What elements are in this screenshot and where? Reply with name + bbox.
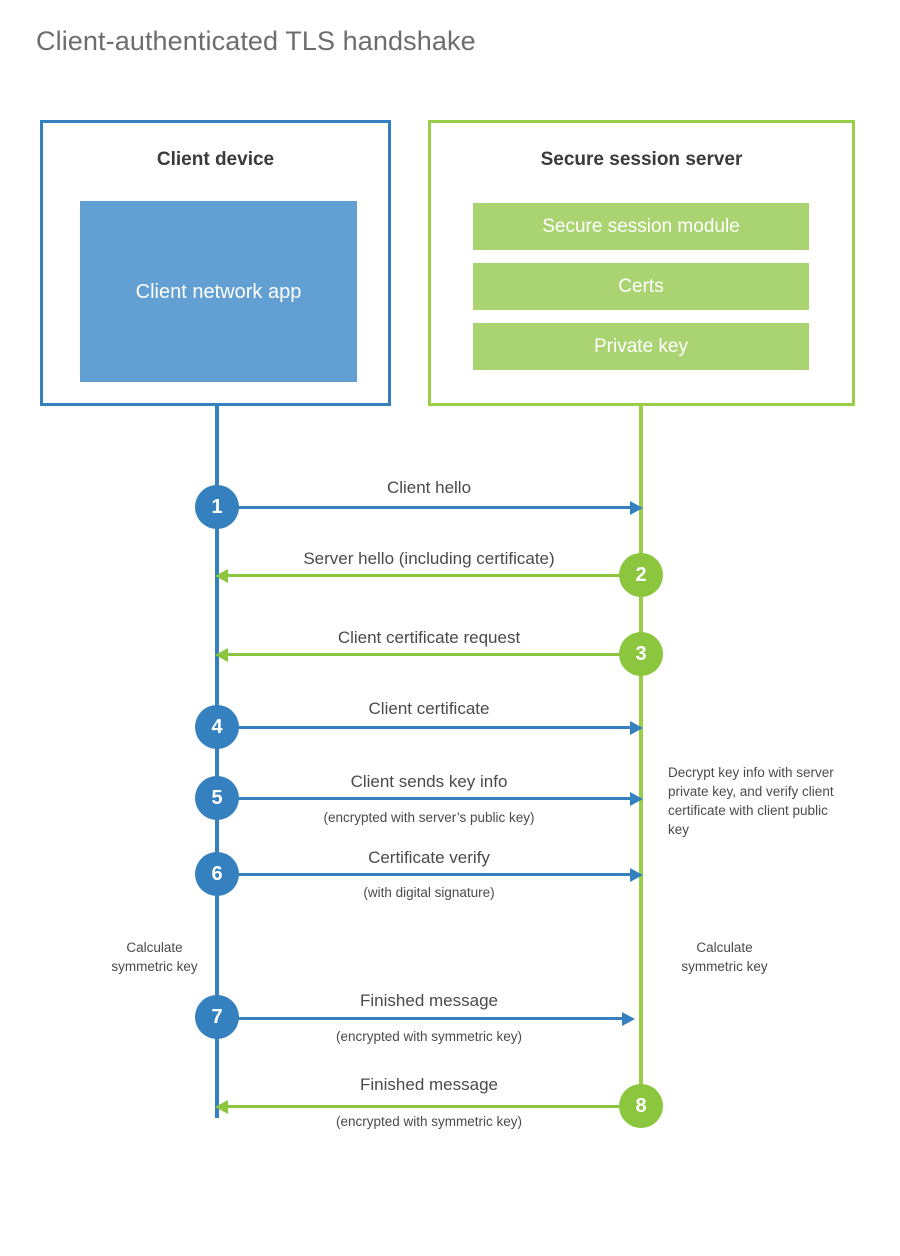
step-3-label: Client certificate request xyxy=(337,628,521,647)
step-5-marker[interactable]: 5 xyxy=(195,776,239,820)
step-8-marker[interactable]: 8 xyxy=(619,1084,663,1128)
step-3-marker[interactable]: 3 xyxy=(619,632,663,676)
step-2-arrow-head-icon xyxy=(215,568,228,583)
step-4-marker[interactable]: 4 xyxy=(195,705,239,749)
step-1-arrow-line xyxy=(217,506,632,509)
step-1-marker[interactable]: 1 xyxy=(195,485,239,529)
step-7-sublabel: (encrypted with symmetric key) xyxy=(335,1029,523,1044)
client-device-title: Client device xyxy=(156,149,275,170)
step-2-marker[interactable]: 2 xyxy=(619,553,663,597)
server-component-secure-session-module: Secure session module xyxy=(473,203,809,250)
step-8-arrow-line xyxy=(226,1105,641,1108)
client-calc-line-1: Calculate xyxy=(126,940,183,955)
secure-session-server-title: Secure session server xyxy=(540,149,743,170)
step-5-arrow-line xyxy=(217,797,632,800)
step-6-marker[interactable]: 6 xyxy=(195,852,239,896)
step-8-arrow-head-icon xyxy=(215,1099,228,1114)
step-4-arrow-head-icon xyxy=(630,720,643,735)
step-7-arrow-head-icon xyxy=(622,1011,635,1026)
step-2-label: Server hello (including certificate) xyxy=(303,549,555,568)
secure-session-server-box: Secure session server Secure session mod… xyxy=(428,120,855,406)
step-4-arrow-line xyxy=(217,726,632,729)
server-calculate-symmetric-key-note: Calculate symmetric key xyxy=(652,938,797,976)
server-components-list: Secure session module Certs Private key xyxy=(473,203,809,383)
step-5-label: Client sends key info xyxy=(350,772,508,791)
step-8-label: Finished message xyxy=(360,1075,498,1094)
step-3-arrow-line xyxy=(226,653,641,656)
step-7-marker[interactable]: 7 xyxy=(195,995,239,1039)
step-5-sublabel: (encrypted with server’s public key) xyxy=(323,810,535,825)
server-lifeline xyxy=(639,406,643,1106)
step-6-arrow-line xyxy=(217,873,632,876)
server-decrypt-note: Decrypt key info with server private key… xyxy=(668,765,834,838)
server-calc-line-1: Calculate xyxy=(696,940,753,955)
client-calc-line-2: symmetric key xyxy=(111,959,198,975)
server-component-certs: Certs xyxy=(473,263,809,310)
step-6-label: Certificate verify xyxy=(368,848,490,867)
step-7-label: Finished message xyxy=(360,991,498,1010)
step-4-label: Client certificate xyxy=(368,699,490,718)
page-title: Client-authenticated TLS handshake xyxy=(36,26,476,56)
server-component-private-key: Private key xyxy=(473,323,809,370)
step-1-label: Client hello xyxy=(386,478,472,497)
client-device-box: Client device Client network app xyxy=(40,120,391,406)
step-1-arrow-head-icon xyxy=(630,500,643,515)
step-5-arrow-head-icon xyxy=(630,791,643,806)
step-7-arrow-line xyxy=(217,1017,624,1020)
client-calculate-symmetric-key-note: Calculate symmetric key xyxy=(82,938,227,976)
client-network-app-block: Client network app xyxy=(80,201,357,382)
step-8-sublabel: (encrypted with symmetric key) xyxy=(335,1114,523,1129)
step-6-arrow-head-icon xyxy=(630,867,643,882)
server-calc-line-2: symmetric key xyxy=(681,959,768,975)
client-lifeline xyxy=(215,406,219,1118)
step-2-arrow-line xyxy=(226,574,641,577)
step-3-arrow-head-icon xyxy=(215,647,228,662)
step-6-sublabel: (with digital signature) xyxy=(363,885,495,900)
